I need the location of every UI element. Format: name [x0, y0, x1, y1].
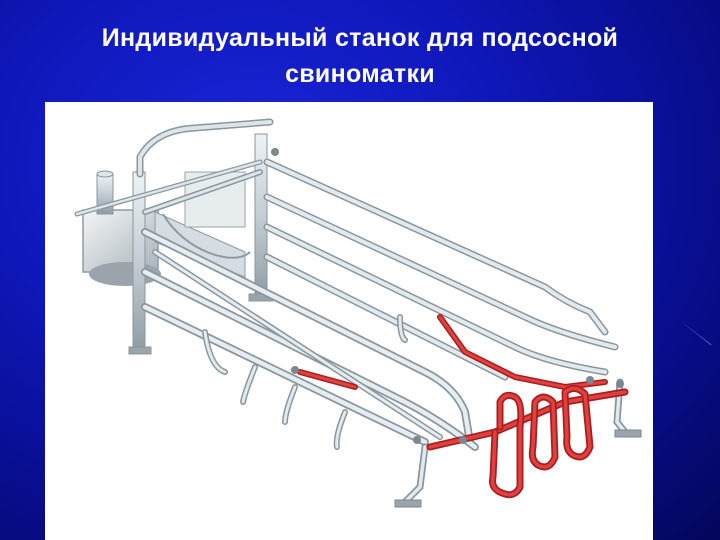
anti-crush-bars	[202, 314, 408, 450]
slide-title: Индивидуальный станок для подсосной свин…	[0, 20, 720, 92]
side-rails-right	[263, 158, 619, 381]
sow-farrowing-crate-illustration	[74, 118, 642, 508]
slide-title-line-1: Индивидуальный станок для подсосной	[101, 24, 619, 52]
top-arch-rails	[74, 118, 274, 217]
crate-illustration-frame	[45, 102, 653, 540]
background-streak	[679, 320, 712, 346]
rail-clamps	[271, 148, 624, 444]
slide-title-line-2: свиноматки	[285, 60, 435, 88]
